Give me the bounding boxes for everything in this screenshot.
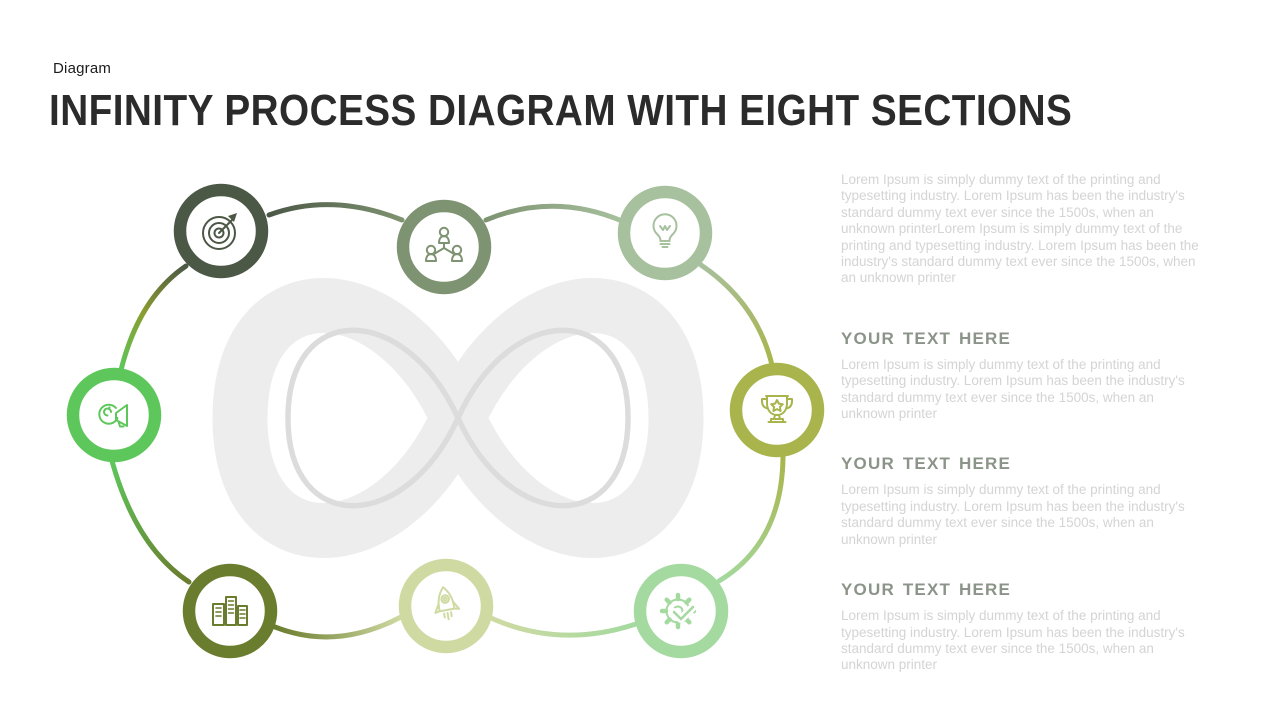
megaphone-icon	[98, 403, 128, 428]
text-section-2: YOUR TEXT HERE Lorem Ipsum is simply dum…	[841, 454, 1199, 548]
connector-arcs	[109, 202, 786, 640]
node-process	[633, 563, 729, 659]
node-ring	[398, 558, 494, 654]
infinity-watermark-icon	[212, 278, 704, 558]
connector-launch-business	[272, 614, 404, 640]
node-team	[396, 199, 492, 295]
connector-team-idea	[483, 203, 625, 224]
node-ring	[66, 367, 162, 463]
page-title: INFINITY PROCESS DIAGRAM WITH EIGHT SECT…	[49, 86, 1073, 135]
text-section-1: YOUR TEXT HERE Lorem Ipsum is simply dum…	[841, 329, 1199, 423]
target-icon	[202, 213, 237, 250]
text-section-3: YOUR TEXT HERE Lorem Ipsum is simply dum…	[841, 580, 1199, 674]
light-bulb-icon	[652, 213, 678, 248]
node-ring	[633, 563, 729, 659]
section-body: Lorem Ipsum is simply dummy text of the …	[841, 482, 1185, 547]
connector-promotion-target	[118, 263, 189, 373]
node-ring	[617, 185, 713, 281]
node-launch	[398, 558, 494, 654]
team-icon	[425, 226, 463, 262]
buildings-icon	[212, 596, 248, 626]
connector-idea-award	[698, 262, 775, 368]
text-column: Lorem Ipsum is simply dummy text of the …	[841, 172, 1199, 674]
rocket-icon	[434, 586, 461, 621]
section-body: Lorem Ipsum is simply dummy text of the …	[841, 356, 1185, 422]
node-business	[182, 563, 278, 659]
section-body: Lorem Ipsum is simply dummy text of the …	[841, 608, 1185, 673]
section-heading: YOUR TEXT HERE	[841, 580, 1012, 600]
node-ring	[182, 563, 278, 659]
section-heading: YOUR TEXT HERE	[841, 454, 1012, 474]
connector-business-promotion	[109, 458, 192, 585]
trophy-icon	[761, 395, 793, 423]
connector-target-team	[266, 202, 405, 223]
node-promotion	[66, 367, 162, 463]
node-award	[729, 362, 825, 458]
category-label: Diagram	[53, 60, 112, 77]
connector-award-process	[716, 454, 786, 584]
connector-process-launch	[488, 615, 639, 638]
gear-check-icon	[659, 592, 697, 630]
node-idea	[617, 185, 713, 281]
section-heading: YOUR TEXT HERE	[841, 328, 1012, 348]
intro-paragraph: Lorem Ipsum is simply dummy text of the …	[841, 172, 1199, 286]
node-target	[173, 183, 269, 279]
